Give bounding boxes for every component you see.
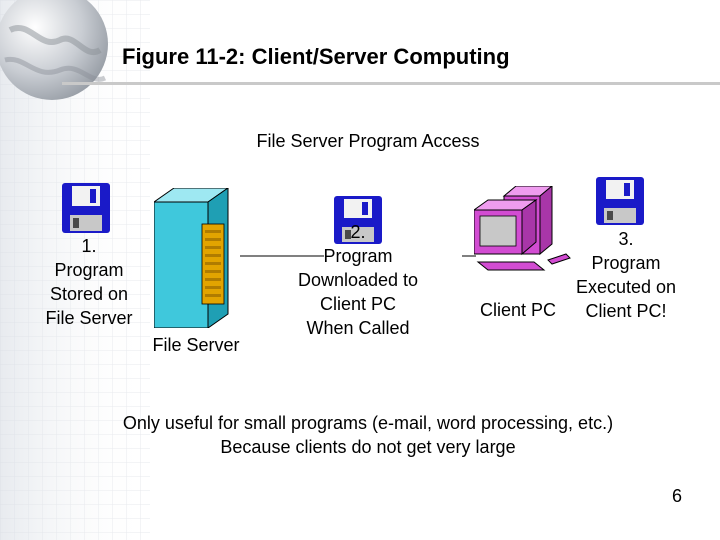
- step-3-caption: 3. Program Executed on Client PC!: [575, 229, 677, 321]
- page-number: 6: [672, 486, 683, 506]
- slide-title: Figure 11-2: Client/Server Computing: [122, 44, 510, 69]
- connection-line: [240, 255, 476, 257]
- step-1-caption: 1. Program Stored on File Server: [45, 236, 133, 328]
- floppy-disk-icon: [596, 177, 644, 225]
- floppy-disk-icon: [334, 196, 382, 244]
- footnote-line-1: Only useful for small programs (e-mail, …: [122, 413, 614, 433]
- floppy-disk-icon: [62, 183, 110, 233]
- client-pc-label: Client PC: [479, 300, 557, 320]
- file-server-label: File Server: [152, 335, 240, 355]
- footnote-line-2: Because clients do not get very large: [220, 437, 516, 457]
- step-2-caption: 2. Program Downloaded to Client PC When …: [297, 222, 419, 338]
- client-pc-icon: [474, 186, 571, 271]
- footnote: Only useful for small programs (e-mail, …: [0, 411, 720, 459]
- diagram-subtitle: File Server Program Access: [256, 131, 480, 151]
- file-server-icon: [154, 188, 229, 328]
- globe-icon: [0, 0, 108, 100]
- title-divider: [62, 82, 720, 85]
